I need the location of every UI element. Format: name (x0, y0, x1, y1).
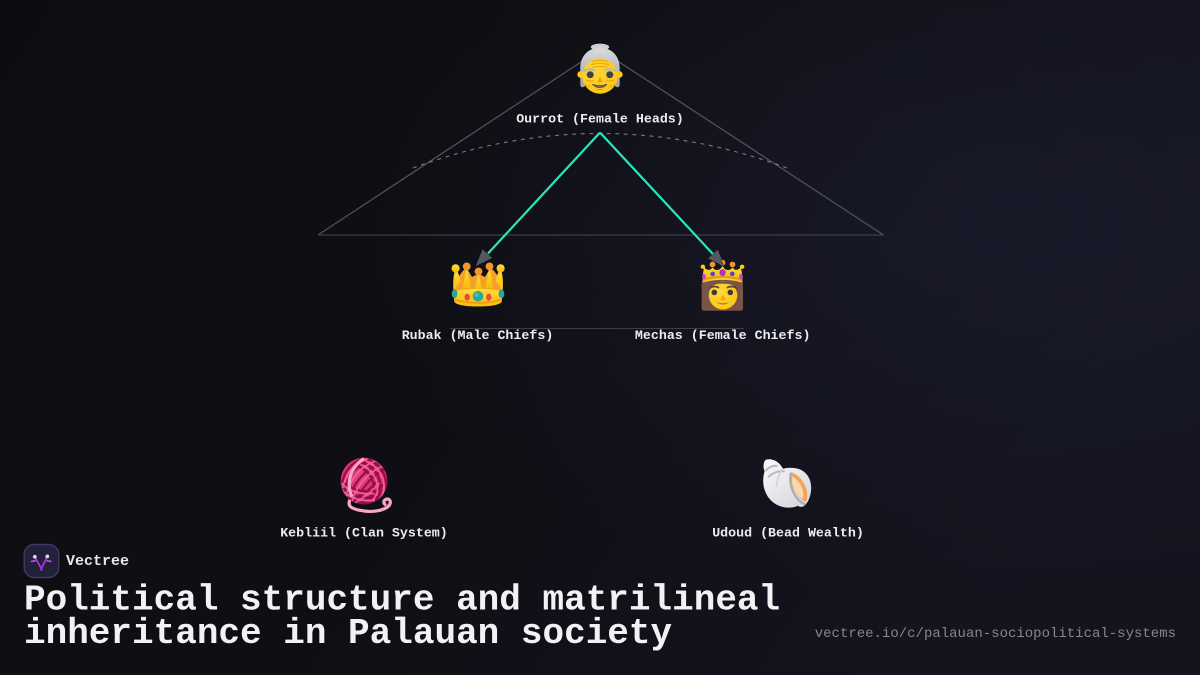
svg-text:Mechas (Female Chiefs): Mechas (Female Chiefs) (635, 328, 811, 343)
svg-text:Udoud (Bead Wealth): Udoud (Bead Wealth) (712, 526, 864, 541)
svg-text:Kebliil (Clan System): Kebliil (Clan System) (280, 526, 448, 541)
svg-text:Political structure and matril: Political structure and matrilineal (24, 579, 780, 620)
svg-text:Rubak (Male Chiefs): Rubak (Male Chiefs) (402, 328, 554, 343)
svg-text:inheritance in Palauan society: inheritance in Palauan society (24, 613, 672, 654)
svg-text:Vectree: Vectree (66, 553, 129, 570)
svg-text:Ourrot (Female Heads): Ourrot (Female Heads) (516, 111, 684, 126)
svg-text:vectree.io/c/palauan-sociopoli: vectree.io/c/palauan-sociopolitical-syst… (815, 626, 1176, 642)
